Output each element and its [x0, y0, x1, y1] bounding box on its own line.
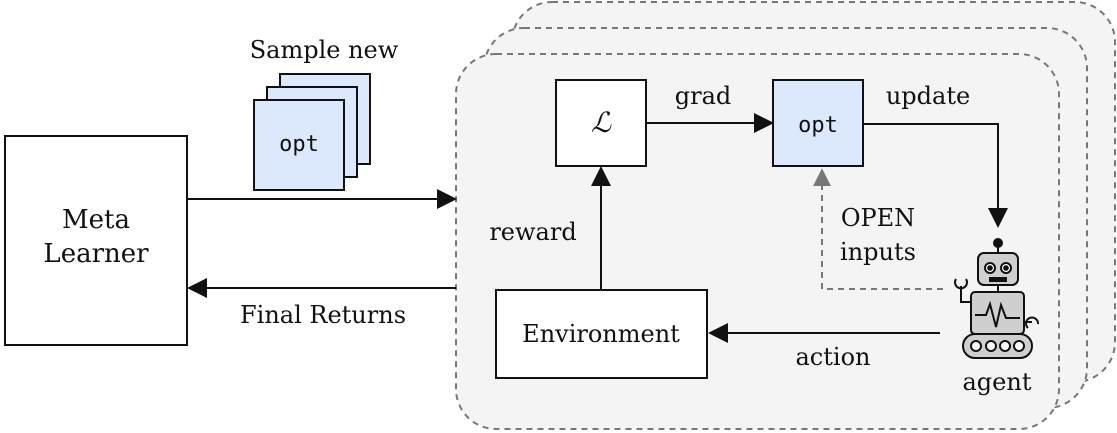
- robot-icon: [954, 238, 1039, 359]
- update-label: update: [886, 82, 970, 110]
- loss-box: [555, 79, 647, 167]
- sampled-optimizer-stack: opt: [253, 73, 371, 191]
- sample-opt-label: opt: [279, 132, 319, 157]
- environment-box: [495, 289, 708, 379]
- loss-symbol: ℒ: [591, 106, 612, 139]
- optimizer-label: opt: [798, 113, 838, 138]
- final-returns-label: Final Returns: [240, 301, 406, 329]
- open-inputs-arrow: [813, 168, 943, 290]
- reward-label: reward: [489, 218, 576, 246]
- sample-opt-card-front: [253, 99, 345, 191]
- action-label: action: [796, 343, 871, 371]
- meta-learner-box: [4, 135, 188, 346]
- meta-learner-label-line2: Learner: [43, 239, 149, 269]
- open-inputs-label-line1: OPEN: [841, 204, 915, 232]
- meta-learner-label-line1: Meta: [62, 205, 130, 235]
- agent-label: agent: [963, 368, 1032, 396]
- optimizer-box: [772, 79, 864, 167]
- open-inputs-label-line2: inputs: [840, 238, 916, 266]
- update-arrow: [863, 123, 1008, 228]
- environment-label: Environment: [522, 320, 680, 348]
- sample-new-label: Sample new: [250, 36, 399, 64]
- grad-label: grad: [675, 82, 732, 110]
